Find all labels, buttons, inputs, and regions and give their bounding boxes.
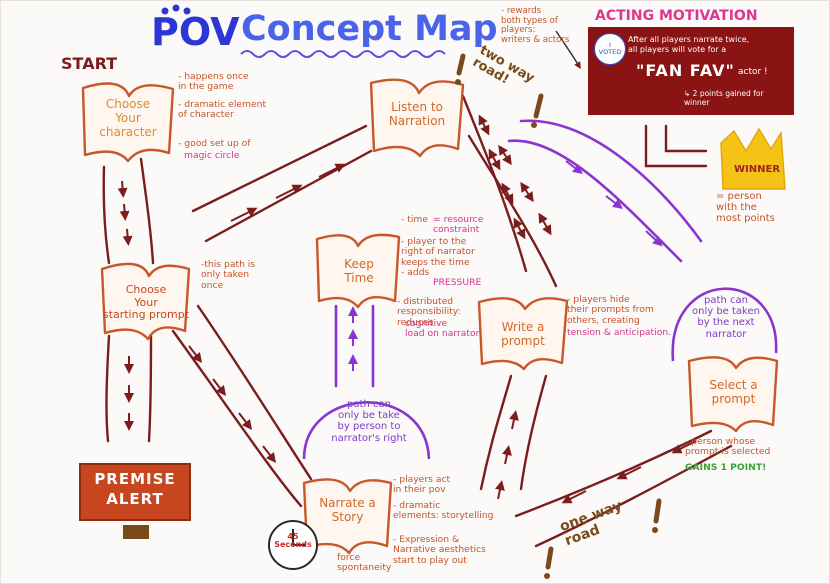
fan-fav-label: "FAN FAV" bbox=[636, 61, 735, 80]
title-concept-map: Concept Map bbox=[241, 9, 498, 49]
acting-motivation-body: After all players narrate twice, all pla… bbox=[628, 35, 750, 54]
one-way-road-sign bbox=[545, 498, 662, 570]
sign-post bbox=[123, 525, 149, 539]
pov-eyes bbox=[161, 4, 191, 15]
road-listen-two-way bbox=[461, 94, 558, 288]
premise-alert-sign: PREMISE ALERT bbox=[79, 463, 191, 521]
book-icon bbox=[81, 82, 175, 163]
road-winner-bend bbox=[644, 124, 708, 168]
start-label: START bbox=[61, 54, 118, 73]
note-write-prompt-pink: tension & anticipation. bbox=[567, 327, 672, 338]
node-choose-prompt: Choose Your starting prompt bbox=[102, 283, 190, 322]
note-keep-time-pink: = resource constraint bbox=[433, 214, 484, 236]
note-winner: = person with the most points bbox=[716, 191, 775, 225]
note-narrate-a: - players act in their pov bbox=[393, 474, 451, 496]
timer-label: 45 Seconds bbox=[274, 532, 312, 550]
book-icon bbox=[369, 78, 465, 158]
title-underline bbox=[240, 50, 446, 58]
purple-road-next-narrator bbox=[507, 119, 703, 263]
voted-badge: I VOTED bbox=[594, 33, 626, 65]
note-keep-time-pressure: PRESSURE bbox=[433, 277, 482, 288]
note-choose-prompt: -this path is only taken once bbox=[201, 259, 256, 291]
book-icon bbox=[302, 478, 393, 555]
acting-motivation-board: I VOTED After all players narrate twice,… bbox=[588, 27, 794, 115]
node-keep-time: Keep Time bbox=[344, 257, 374, 285]
note-keep-time-pink2: cognitive load on narrator bbox=[405, 318, 480, 340]
points-label: ↳ 2 points gained for winner bbox=[684, 89, 764, 107]
note-character-pink: magic circle bbox=[184, 150, 240, 161]
two-way-arrows bbox=[478, 114, 552, 240]
purple-note-select: path can only be taken by the next narra… bbox=[692, 295, 760, 340]
book-icon bbox=[100, 262, 191, 341]
note-character-2: - dramatic element of character bbox=[178, 99, 267, 121]
note-keep-time-b: - player to the right of narrator keeps … bbox=[401, 236, 475, 278]
actor-label: actor ! bbox=[738, 67, 768, 77]
note-select-a: - person whose prompt is selected bbox=[685, 436, 771, 458]
book-icon bbox=[477, 297, 569, 371]
note-rewards: - rewards both types of players: writers… bbox=[501, 6, 570, 45]
acting-motivation-title: ACTING MOTIVATION bbox=[595, 8, 758, 24]
winner-label: WINNER bbox=[734, 164, 781, 175]
note-character-1: - happens once in the game bbox=[178, 71, 249, 93]
note-narrate-c: - Expression & Narrative aesthetics star… bbox=[393, 534, 486, 566]
node-narrate-story: Narrate a Story bbox=[319, 496, 376, 524]
book-icon bbox=[315, 233, 401, 309]
road-select-one-way bbox=[514, 429, 733, 548]
note-force: force spontaneity bbox=[337, 552, 392, 574]
rewards-arrow bbox=[555, 30, 581, 70]
dome-keep-time bbox=[302, 401, 431, 460]
node-write-prompt: Write a prompt bbox=[501, 320, 545, 348]
node-listen: Listen to Narration bbox=[388, 100, 446, 128]
two-way-road-sign bbox=[456, 53, 544, 119]
note-keep-time-a: - time bbox=[401, 214, 428, 225]
note-keep-time-c: - distributed responsibility: reduces bbox=[397, 296, 461, 328]
crown-icon bbox=[720, 127, 786, 190]
road-character-to-prompt bbox=[102, 157, 155, 265]
node-choose-character: Choose Your character bbox=[99, 97, 157, 139]
dome-select bbox=[671, 287, 778, 362]
road-narrate-to-write bbox=[479, 374, 548, 491]
note-character-3: - good set up of bbox=[178, 138, 251, 149]
node-select-prompt: Select a prompt bbox=[709, 378, 758, 406]
book-icon bbox=[687, 356, 779, 433]
title-pov: POV bbox=[151, 10, 240, 54]
road-prompt-to-narrate bbox=[171, 304, 313, 508]
note-narrate-b: - dramatic elements: storytelling bbox=[393, 500, 494, 522]
note-write-prompt: - players hide their prompts from others… bbox=[567, 294, 654, 326]
road-prompt-down bbox=[105, 334, 153, 443]
purple-note-keep-time: path can only be take by person to narra… bbox=[331, 399, 407, 444]
road-arrows bbox=[117, 163, 697, 504]
note-select-green: GAINS 1 POINT! bbox=[685, 462, 767, 473]
purple-road-keep-time bbox=[334, 304, 375, 388]
timer-icon bbox=[268, 520, 318, 570]
